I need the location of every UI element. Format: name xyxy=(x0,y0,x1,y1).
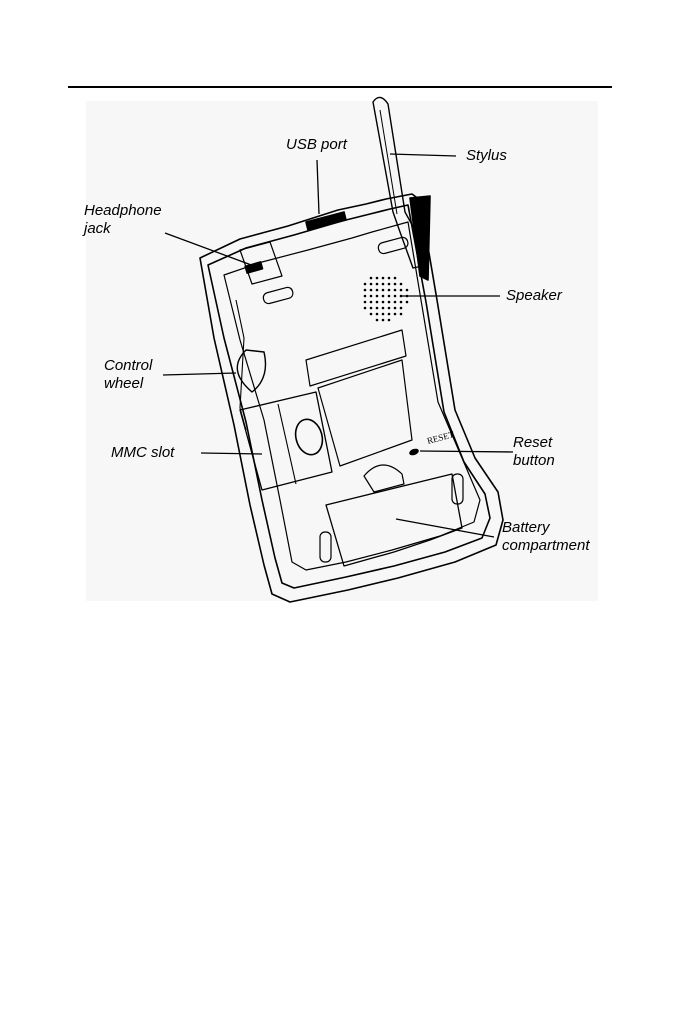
speaker-hole xyxy=(376,277,379,280)
speaker-hole xyxy=(370,277,373,280)
speaker-hole xyxy=(388,301,391,304)
speaker-hole xyxy=(388,295,391,298)
label-headphone-jack: Headphone jack xyxy=(84,202,162,238)
label-stylus: Stylus xyxy=(466,147,507,165)
speaker-hole xyxy=(400,301,403,304)
speaker-hole xyxy=(370,307,373,310)
speaker-hole xyxy=(388,307,391,310)
speaker-hole xyxy=(382,295,385,298)
label-reset-button: Reset button xyxy=(513,434,555,470)
speaker-hole xyxy=(388,277,391,280)
speaker-hole xyxy=(364,295,367,298)
speaker-hole xyxy=(382,301,385,304)
label-mmc-slot: MMC slot xyxy=(111,444,174,462)
speaker-hole xyxy=(376,283,379,286)
speaker-hole xyxy=(394,301,397,304)
speaker-hole xyxy=(388,319,391,322)
speaker-hole xyxy=(388,313,391,316)
speaker-hole xyxy=(382,319,385,322)
label-speaker: Speaker xyxy=(506,287,562,305)
speaker-hole xyxy=(364,307,367,310)
leader-stylus xyxy=(390,154,456,156)
speaker-hole xyxy=(382,313,385,316)
label-panel xyxy=(318,360,412,466)
speaker-hole xyxy=(370,289,373,292)
reset-marking: RESET xyxy=(426,429,456,446)
speaker-hole xyxy=(394,313,397,316)
speaker-hole xyxy=(400,307,403,310)
speaker-hole xyxy=(370,283,373,286)
speaker-hole xyxy=(376,295,379,298)
speaker-hole xyxy=(376,319,379,322)
speaker-hole xyxy=(400,283,403,286)
speaker-hole xyxy=(376,307,379,310)
speaker-hole xyxy=(382,277,385,280)
device-outer-shell xyxy=(200,194,503,602)
speaker-hole xyxy=(400,295,403,298)
mmc-slot-circle xyxy=(292,416,326,458)
speaker-hole xyxy=(370,295,373,298)
speaker-hole xyxy=(370,301,373,304)
speaker-hole xyxy=(394,295,397,298)
reset-button-hole xyxy=(408,447,419,456)
speaker-hole xyxy=(364,301,367,304)
label-control-wheel: Control wheel xyxy=(104,357,152,393)
leader-usb-port xyxy=(317,160,319,214)
speaker-hole xyxy=(406,301,409,304)
speaker-grille xyxy=(364,277,409,322)
speaker-hole xyxy=(376,289,379,292)
label-usb-port: USB port xyxy=(286,136,347,154)
usb-port xyxy=(306,212,346,230)
speaker-hole xyxy=(370,313,373,316)
speaker-hole xyxy=(376,301,379,304)
speaker-hole xyxy=(364,289,367,292)
speaker-hole xyxy=(364,283,367,286)
speaker-hole xyxy=(394,277,397,280)
leader-reset-button xyxy=(420,451,513,452)
device-inner-rim xyxy=(208,205,490,588)
speaker-hole xyxy=(400,289,403,292)
speaker-hole xyxy=(382,289,385,292)
speaker-hole xyxy=(388,289,391,292)
leader-control-wheel xyxy=(163,373,236,375)
upper-band xyxy=(306,330,406,386)
speaker-hole xyxy=(406,289,409,292)
speaker-hole xyxy=(394,307,397,310)
speaker-hole xyxy=(400,313,403,316)
speaker-hole xyxy=(388,283,391,286)
speaker-hole xyxy=(382,307,385,310)
speaker-hole xyxy=(394,289,397,292)
label-battery-compartment: Battery compartment xyxy=(502,519,590,555)
speaker-hole xyxy=(394,283,397,286)
speaker-hole xyxy=(382,283,385,286)
speaker-hole xyxy=(376,313,379,316)
